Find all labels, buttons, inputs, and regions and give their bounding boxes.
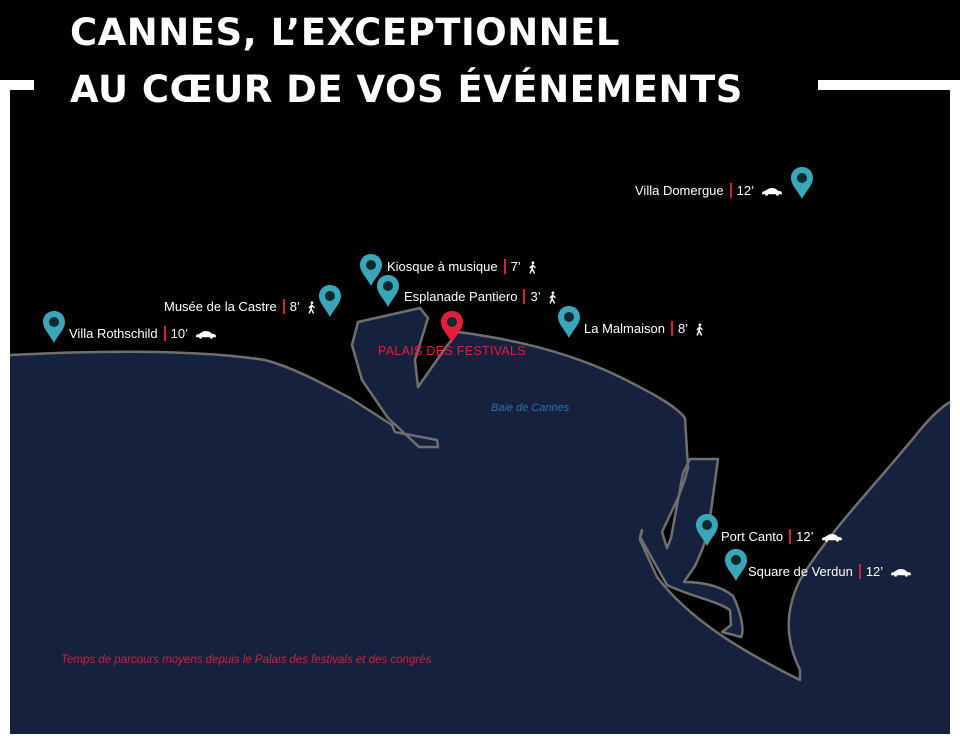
palais-des-festivals-label[interactable]: PALAIS DES FESTIVALS	[378, 344, 526, 358]
sea	[10, 308, 950, 734]
pin-villa-domergue-icon[interactable]	[791, 167, 813, 199]
pin-esplanade-pantiero-icon[interactable]	[377, 275, 399, 307]
travel-time-note: Temps de parcours moyens depuis le Palai…	[61, 654, 432, 666]
walk-icon	[308, 301, 315, 314]
car-icon	[821, 534, 842, 542]
coastline	[9, 306, 951, 682]
title-line-1: CANNES, L’EXCEPTIONNEL	[70, 11, 620, 54]
pin-villa-rothschild-icon[interactable]	[43, 311, 65, 343]
title-line-2: AU CŒUR DE VOS ÉVÉNEMENTS	[70, 68, 743, 111]
pin-la-malmaison-icon[interactable]	[558, 306, 580, 338]
white-frame	[0, 80, 960, 744]
pin-square-verdun-icon[interactable]	[725, 549, 747, 581]
car-icon	[891, 569, 912, 577]
walk-icon	[549, 291, 556, 304]
walk-icon	[529, 261, 536, 274]
car-icon	[762, 188, 783, 196]
bay-label: Baie de Cannes	[491, 402, 570, 414]
car-icon	[196, 331, 217, 339]
pin-musee-castre-icon[interactable]	[319, 285, 341, 317]
page-title: CANNES, L’EXCEPTIONNEL AU CŒUR DE VOS ÉV…	[70, 4, 743, 118]
walk-icon	[696, 323, 703, 336]
